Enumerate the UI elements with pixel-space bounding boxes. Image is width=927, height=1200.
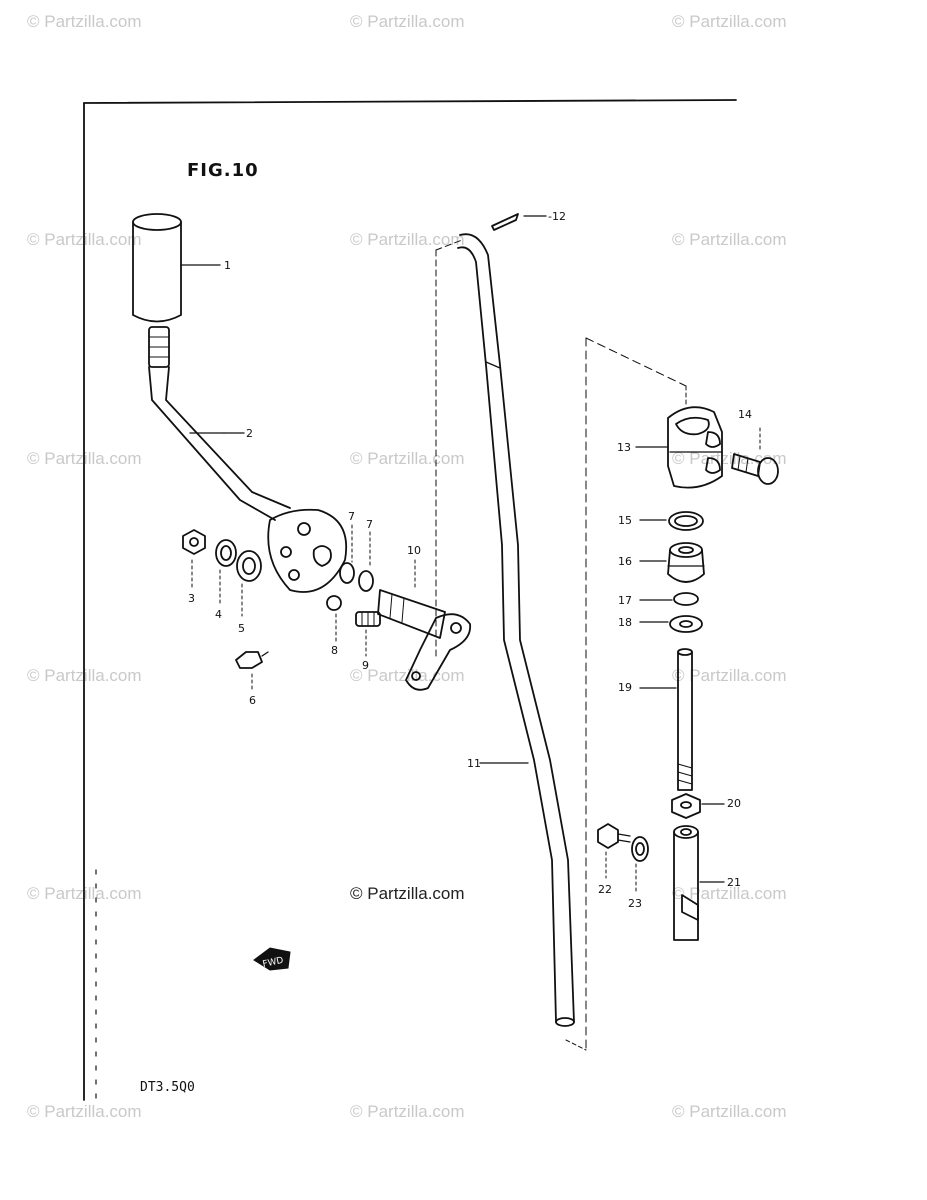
- washer-part: [236, 550, 262, 617]
- callout-16: 16: [618, 555, 632, 568]
- shaft-centerline: [435, 239, 463, 251]
- o-ring-part: [639, 592, 699, 606]
- nut-part: [182, 529, 206, 589]
- figure-title: FIG.10: [187, 160, 259, 181]
- watermark: © Partzilla.com: [27, 1102, 142, 1121]
- nut-part: [671, 793, 725, 819]
- bolt-part: [731, 427, 779, 485]
- connector-part: [673, 825, 725, 941]
- grommet-part: [639, 542, 705, 583]
- watermark: © Partzilla.com: [350, 1102, 465, 1121]
- shift-shaft-part: [377, 559, 472, 691]
- assembly-centerline: [565, 1039, 587, 1051]
- clamp-part: [635, 406, 723, 489]
- watermark: © Partzilla.com: [350, 12, 465, 31]
- callout-2: 2: [246, 427, 253, 440]
- callout-7: 7: [366, 518, 373, 531]
- watermark: © Partzilla.com: [672, 666, 787, 685]
- fwd-label: FWD: [262, 956, 285, 970]
- callout-11: 11: [467, 757, 481, 770]
- callout-7: 7: [348, 510, 355, 523]
- callout-5: 5: [238, 622, 245, 635]
- cotter-pin-part: [491, 213, 547, 231]
- callout-13: 13: [617, 441, 631, 454]
- shift-lever-part: [148, 326, 347, 593]
- watermark: © Partzilla.com: [350, 230, 465, 249]
- threaded-rod-part: [639, 648, 693, 791]
- watermark: © Partzilla.com: [27, 12, 142, 31]
- model-code: DT3.5Q0: [140, 1080, 195, 1095]
- copyright-notice: © Partzilla.com: [350, 884, 465, 903]
- watermark: © Partzilla.com: [672, 449, 787, 468]
- callout-10: 10: [407, 544, 421, 557]
- watermark: © Partzilla.com: [672, 884, 787, 903]
- callout-9: 9: [362, 659, 369, 672]
- bolt-part: [235, 651, 269, 691]
- callout-18: 18: [618, 616, 632, 629]
- washer-part: [631, 836, 649, 893]
- ball-part: [326, 595, 342, 643]
- callout-12: -12: [548, 210, 566, 223]
- frame-top-line: [83, 99, 737, 104]
- watermark: © Partzilla.com: [672, 230, 787, 249]
- callout-23: 23: [628, 897, 642, 910]
- callout-20: 20: [727, 797, 741, 810]
- assembly-centerline: [585, 337, 687, 387]
- callout-3: 3: [188, 592, 195, 605]
- callout-22: 22: [598, 883, 612, 896]
- watermark: © Partzilla.com: [672, 12, 787, 31]
- watermark: © Partzilla.com: [672, 1102, 787, 1121]
- callout-6: 6: [249, 694, 256, 707]
- callout-8: 8: [331, 644, 338, 657]
- callout-1: 1: [224, 259, 231, 272]
- washer-part: [639, 615, 703, 633]
- knob-part: [132, 213, 221, 323]
- spring-part: [355, 611, 381, 657]
- callout-19: 19: [618, 681, 632, 694]
- callout-4: 4: [215, 608, 222, 621]
- o-ring-part: [639, 511, 704, 531]
- bolt-part: [597, 823, 631, 879]
- shift-rod-part: [457, 233, 575, 1027]
- o-ring-part: [339, 524, 374, 592]
- callout-15: 15: [618, 514, 632, 527]
- callout-17: 17: [618, 594, 632, 607]
- callout-14: 14: [738, 408, 752, 421]
- washer-part: [215, 539, 237, 605]
- fwd-arrow: FWD: [253, 947, 291, 971]
- callout-21: 21: [727, 876, 741, 889]
